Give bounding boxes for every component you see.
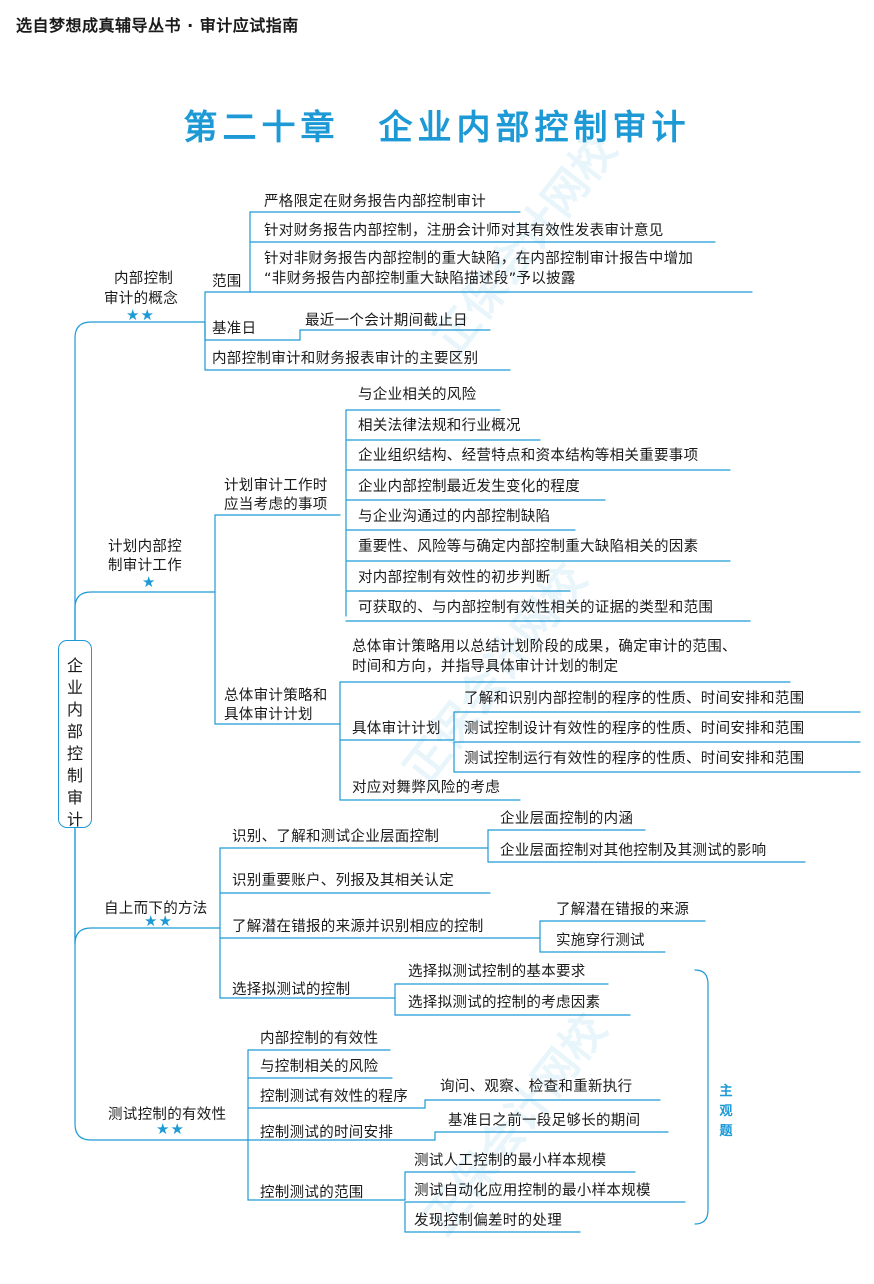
subjective-question-label: 主 观 题 xyxy=(719,1084,733,1139)
plan-item: 重要性、风险等与确定内部控制重大缺陷相关的因素 xyxy=(358,539,699,555)
scope-item: 针对非财务报告内部控制的重大缺陷，在内部控制审计报告中增加 xyxy=(264,251,694,267)
root-node-box xyxy=(58,640,92,828)
strategy-label: 具体审计计划 xyxy=(224,707,313,723)
plan-item: 与企业沟通过的内部控制缺陷 xyxy=(358,509,551,525)
star-rating: ★★ xyxy=(156,1120,185,1138)
extent-item: 发现控制偏差时的处理 xyxy=(414,1213,562,1229)
extent-label: 控制测试的范围 xyxy=(260,1185,364,1201)
star-rating: ★ xyxy=(142,573,157,591)
plan-item: 与企业相关的风险 xyxy=(358,387,477,403)
misstatement-label: 了解潜在错报的来源并识别相应的控制 xyxy=(232,919,484,935)
specific-item: 测试控制设计有效性的程序的性质、时间安排和范围 xyxy=(464,721,805,737)
plan-item: 可获取的、与内部控制有效性相关的证据的类型和范围 xyxy=(358,600,714,616)
entity-item: 企业层面控制对其他控制及其测试的影响 xyxy=(500,843,767,859)
strategy-desc: 总体审计策略用以总结计划阶段的成果，确定审计的范围、 xyxy=(352,639,737,655)
branch-4-title: 测试控制的有效性 xyxy=(108,1107,227,1123)
fraud-label: 对应对舞弊风险的考虑 xyxy=(352,780,500,796)
plan-item: 企业组织结构、经营特点和资本结构等相关重要事项 xyxy=(358,448,699,464)
timing-item: 基准日之前一段足够长的期间 xyxy=(448,1113,641,1129)
root-char: 内 xyxy=(66,700,83,719)
specific-plan-label: 具体审计计划 xyxy=(352,721,441,737)
misstatement-item: 实施穿行测试 xyxy=(556,933,645,949)
procedures-label: 控制测试有效性的程序 xyxy=(260,1089,408,1105)
branch-3-title: 自上而下的方法 xyxy=(104,901,208,917)
procedures-item: 询问、观察、检查和重新执行 xyxy=(440,1079,633,1095)
branch-2-title: 计划内部控 xyxy=(108,539,182,555)
scope-label: 范围 xyxy=(212,274,242,290)
strategy-desc: 时间和方向，并指导具体审计计划的制定 xyxy=(352,659,619,675)
branch-1-title: 内部控制 xyxy=(114,271,174,287)
specific-item: 了解和识别内部控制的程序的性质、时间安排和范围 xyxy=(464,691,805,707)
entity-controls-label: 识别、了解和测试企业层面控制 xyxy=(232,829,440,845)
select-label: 选择拟测试的控制 xyxy=(232,982,351,998)
plan-matters-label: 应当考虑的事项 xyxy=(224,497,328,513)
root-char: 部 xyxy=(66,722,83,741)
scope-item: 严格限定在财务报告内部控制审计 xyxy=(264,194,486,210)
plan-matters-label: 计划审计工作时 xyxy=(224,478,328,494)
extent-item: 测试自动化应用控制的最小样本规模 xyxy=(414,1183,651,1199)
book-header: 选自梦想成真辅导丛书 · 审计应试指南 xyxy=(16,16,299,35)
accounts-label: 识别重要账户、列报及其相关认定 xyxy=(232,873,454,889)
root-char: 计 xyxy=(66,810,83,829)
root-char: 企 xyxy=(66,656,83,675)
strategy-label: 总体审计策略和 xyxy=(224,688,328,704)
branch-2-title: 制审计工作 xyxy=(108,558,182,574)
base-date-label: 基准日 xyxy=(212,321,257,337)
plan-item: 对内部控制有效性的初步判断 xyxy=(358,570,551,586)
plan-item: 相关法律法规和行业概况 xyxy=(358,418,521,434)
misstatement-item: 了解潜在错报的来源 xyxy=(556,902,690,918)
extent-item: 测试人工控制的最小样本规模 xyxy=(414,1153,607,1169)
chapter-title: 第二十章 企业内部控制审计 xyxy=(183,108,691,148)
plan-item: 企业内部控制最近发生变化的程度 xyxy=(358,479,580,495)
effectiveness-item: 与控制相关的风险 xyxy=(260,1059,379,1075)
select-item: 选择拟测试的控制的考虑因素 xyxy=(408,995,601,1011)
effectiveness-item: 内部控制的有效性 xyxy=(260,1031,379,1047)
entity-item: 企业层面控制的内涵 xyxy=(500,811,634,827)
specific-item: 测试控制运行有效性的程序的性质、时间安排和范围 xyxy=(464,751,805,767)
star-rating: ★★ xyxy=(126,306,155,324)
root-char: 业 xyxy=(66,678,83,697)
difference-label: 内部控制审计和财务报表审计的主要区别 xyxy=(212,351,479,367)
root-char: 控 xyxy=(66,744,83,763)
base-date-item: 最近一个会计期间截止日 xyxy=(305,313,468,329)
timing-label: 控制测试的时间安排 xyxy=(260,1125,394,1141)
branch-1-title: 审计的概念 xyxy=(104,291,178,307)
root-char: 审 xyxy=(66,788,83,807)
select-item: 选择拟测试控制的基本要求 xyxy=(408,964,586,980)
scope-item: 针对财务报告内部控制，注册会计师对其有效性发表审计意见 xyxy=(264,223,664,239)
star-rating: ★★ xyxy=(144,912,173,930)
scope-item: “非财务报告内部控制重大缺陷描述段”予以披露 xyxy=(264,271,576,287)
root-char: 制 xyxy=(66,766,83,785)
